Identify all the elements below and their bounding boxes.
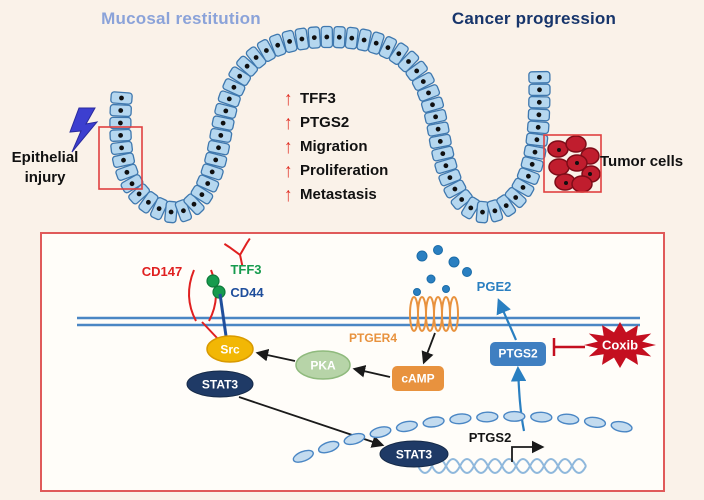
- upregulated-item: ↑ TFF3: [284, 86, 388, 110]
- camp-node: [392, 366, 444, 391]
- stat3-cytoplasm-label: STAT3: [202, 378, 239, 392]
- upregulated-item-label: PTGS2: [300, 113, 350, 131]
- upregulated-item-label: Migration: [300, 137, 368, 155]
- ptgs2-gene-label: PTGS2: [469, 430, 512, 445]
- stat3-nucleus-node: [379, 440, 449, 468]
- src-node: [206, 335, 254, 363]
- pge2-molecules: [413, 245, 472, 296]
- coxib-starburst: [584, 322, 656, 368]
- tumor-highlight-box: [543, 134, 602, 193]
- tumor-cells-label: Tumor cells: [600, 153, 684, 170]
- pka-label: PKA: [310, 359, 336, 373]
- stat3-nucleus-label: STAT3: [396, 448, 433, 462]
- up-arrow-icon: ↑: [284, 183, 293, 205]
- injury-highlight-box: [98, 126, 143, 190]
- pathway-panel: CD147 TFF3 CD44 Src STAT3 PKA cAMP PTGER…: [40, 232, 665, 492]
- cd44-label: CD44: [230, 285, 264, 300]
- cancer-progression-title: Cancer progression: [451, 9, 617, 28]
- pathway-diagram: CD147 TFF3 CD44 Src STAT3 PKA cAMP PTGER…: [77, 237, 656, 474]
- pge2-label: PGE2: [477, 279, 512, 294]
- antibody-icon: [223, 237, 251, 266]
- tff3-label: TFF3: [230, 262, 261, 277]
- arrow-ptgs2-to-pge2: [496, 298, 518, 341]
- up-arrow-icon: ↑: [284, 159, 293, 181]
- epithelial-injury-label: Epithelial injury: [4, 148, 86, 188]
- arrow-pka-to-src: [255, 348, 296, 362]
- upregulated-item: ↑ Proliferation: [284, 158, 388, 182]
- arrow-gene-to-ptgs2: [510, 365, 527, 432]
- upregulated-item: ↑ Metastasis: [284, 182, 388, 206]
- up-arrow-icon: ↑: [284, 111, 293, 133]
- upregulated-item-label: Metastasis: [300, 185, 377, 203]
- cd44-receptor: [218, 293, 228, 337]
- upregulated-list: ↑ TFF3 ↑ PTGS2 ↑ Migration ↑ Proliferati…: [284, 86, 388, 206]
- epithelium-illustration: [69, 25, 602, 224]
- up-arrow-icon: ↑: [284, 135, 293, 157]
- stat3-cytoplasm-node: [186, 370, 254, 398]
- upregulated-item: ↑ PTGS2: [284, 110, 388, 134]
- transcription-start-arrow: [511, 440, 545, 462]
- up-arrow-icon: ↑: [284, 87, 293, 109]
- injury-label-line2: injury: [24, 169, 66, 186]
- upregulated-item: ↑ Migration: [284, 134, 388, 158]
- ptger4-receptor-coil: [409, 296, 459, 332]
- coxib-inhibition-bar: [552, 338, 585, 356]
- coxib-label: Coxib: [602, 338, 638, 353]
- upregulated-item-label: Proliferation: [300, 161, 389, 179]
- src-label: Src: [220, 343, 240, 357]
- arrow-ptger4-to-camp: [421, 332, 436, 365]
- ptgs2-protein-label: PTGS2: [498, 347, 538, 361]
- injury-label-line1: Epithelial: [11, 149, 79, 166]
- arrow-camp-to-pka: [352, 365, 391, 378]
- cd147-label: CD147: [142, 264, 182, 279]
- tff3-dimer: [206, 274, 226, 299]
- lightning-injury-icon: [69, 107, 99, 153]
- mucosal-restitution-title: Mucosal restitution: [101, 9, 261, 28]
- upregulated-item-label: TFF3: [300, 89, 336, 107]
- ptger4-label: PTGER4: [349, 331, 397, 345]
- ptgs2-protein-node: [490, 342, 546, 366]
- epithelial-cell-band: [109, 25, 551, 224]
- pka-node: [295, 350, 351, 380]
- plasma-membrane: [77, 316, 640, 327]
- nuclear-envelope: [292, 410, 633, 463]
- tumor-cell-cluster: [547, 135, 601, 193]
- camp-label: cAMP: [401, 372, 434, 386]
- dna-helix: [417, 458, 587, 474]
